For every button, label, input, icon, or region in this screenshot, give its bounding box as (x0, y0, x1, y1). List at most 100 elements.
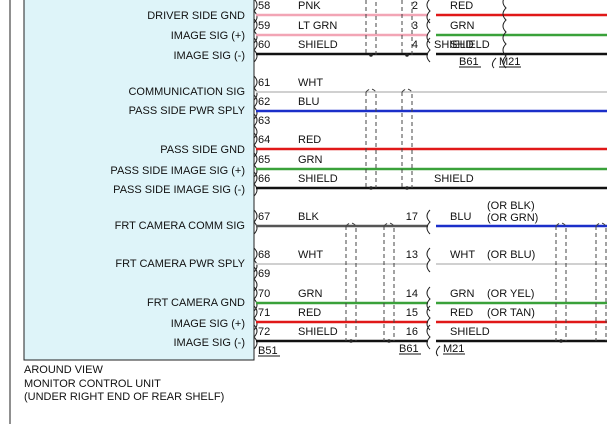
pin-number: 63 (258, 115, 270, 127)
pin-number: 65 (258, 154, 270, 166)
alt-color-note: (OR YEL) (487, 288, 534, 300)
pin-bracket (253, 18, 258, 44)
shield-loop (383, 222, 395, 341)
pin-bracket (253, 266, 258, 292)
joint-bracket (426, 0, 431, 24)
top-joint-bracket (502, 0, 507, 69)
shield-loop (555, 222, 567, 341)
pin-number: 69 (258, 268, 270, 280)
connector-m21-top: M21 (499, 56, 520, 68)
right-color-label: WHT (450, 249, 475, 261)
unit-caption-line-1: AROUND VIEW (24, 364, 103, 376)
shield-drain-dot (405, 186, 409, 190)
signal-label: FRT CAMERA COMM SIG (115, 220, 245, 232)
unit-caption: AROUND VIEW MONITOR CONTROL UNIT (UNDER … (24, 364, 224, 405)
shield-loop (345, 222, 357, 341)
shield-drain-dot (369, 186, 373, 190)
shield-drain-dot (405, 53, 409, 57)
pin-number: 59 (258, 20, 270, 32)
joint-bracket (426, 209, 431, 235)
joint-bracket (426, 305, 431, 331)
pin-bracket (253, 113, 258, 139)
pin-number: 68 (258, 249, 270, 261)
joint-number: 2 (412, 0, 418, 12)
pin-bracket (253, 209, 258, 235)
right-color-label: RED (450, 0, 473, 12)
pin-bracket (253, 75, 258, 101)
signal-label: FRT CAMERA PWR SPLY (115, 258, 245, 270)
signal-label: DRIVER SIDE GND (147, 10, 245, 22)
right-color-label: SHIELD (450, 39, 490, 51)
pin-bracket (253, 286, 258, 312)
pin-number: 66 (258, 173, 270, 185)
signal-label: IMAGE SIG (+) (171, 30, 245, 42)
pin-bracket (253, 305, 258, 331)
pin-number: 62 (258, 96, 270, 108)
wire-color-label: PNK (298, 0, 321, 12)
wire-color-label: SHIELD (298, 39, 338, 51)
wire-color-label: SHIELD (298, 173, 338, 185)
shield-loop (401, 0, 413, 55)
shield-loop (401, 88, 413, 188)
pin-number: 72 (258, 326, 270, 338)
signal-label: PASS SIDE IMAGE SIG (-) (113, 184, 245, 196)
alt-color-note: (OR TAN) (487, 307, 535, 319)
signal-label: IMAGE SIG (+) (171, 318, 245, 330)
joint-number: 3 (412, 20, 418, 32)
signal-label: PASS SIDE PWR SPLY (129, 105, 246, 117)
pin-bracket (253, 324, 258, 350)
joint-number: 4 (412, 39, 418, 51)
shield-label-top: SHIELD (434, 39, 474, 51)
alt-color-note: (OR BLU) (487, 249, 535, 261)
shield-loop (365, 0, 377, 55)
wire-color-label: GRN (298, 154, 323, 166)
wire-color-label: BLU (298, 96, 319, 108)
wire-color-label: BLK (298, 211, 319, 223)
alt-color-note: (OR GRN) (487, 212, 538, 224)
wire-color-label: LT GRN (298, 20, 337, 32)
connector-b51: B51 (258, 345, 278, 357)
pin-bracket (253, 152, 258, 178)
joint-number: 16 (406, 326, 418, 338)
shield-drain-dot (369, 53, 373, 57)
shield-drain-dot (349, 339, 353, 343)
connector-b61-bottom: B61 (399, 343, 419, 355)
pin-bracket (253, 247, 258, 273)
connector-b61-top: B61 (459, 56, 479, 68)
joint-number: 13 (406, 249, 418, 261)
alt-color-note: (OR BLK) (487, 200, 535, 212)
wire-color-label: RED (298, 134, 321, 146)
connector-m21-bottom: M21 (443, 343, 464, 355)
signal-label: PASS SIDE IMAGE SIG (+) (110, 165, 245, 177)
shield-drain-dot (387, 339, 391, 343)
wire-color-label: RED (298, 307, 321, 319)
joint-bracket (426, 324, 431, 350)
unit-caption-line-2: MONITOR CONTROL UNIT (24, 377, 161, 390)
pin-number: 71 (258, 307, 270, 319)
pin-bracket (253, 132, 258, 158)
right-color-label: GRN (450, 20, 475, 32)
unit-caption-line-3: (UNDER RIGHT END OF REAR SHELF) (24, 391, 225, 403)
control-unit-panel (23, 0, 255, 361)
signal-label: FRT CAMERA GND (147, 297, 245, 309)
joint-number: 14 (406, 288, 418, 300)
signal-label: COMMUNICATION SIG (128, 86, 245, 98)
pin-number: 60 (258, 39, 270, 51)
joint-bracket (426, 247, 431, 273)
pin-number: 67 (258, 211, 270, 223)
wire-color-label: WHT (298, 77, 323, 89)
pin-bracket (253, 171, 258, 197)
connector-hook (435, 345, 441, 357)
right-color-label: BLU (450, 211, 471, 223)
signal-label: IMAGE SIG (-) (174, 50, 246, 62)
shield-loop (595, 222, 607, 341)
signal-label: IMAGE SIG (-) (174, 337, 246, 349)
wire-color-label: SHIELD (298, 326, 338, 338)
joint-bracket (426, 18, 431, 44)
right-color-label: RED (450, 307, 473, 319)
pin-bracket (253, 0, 258, 24)
joint-bracket (426, 286, 431, 312)
pin-number: 70 (258, 288, 270, 300)
right-color-label: SHIELD (450, 326, 490, 338)
